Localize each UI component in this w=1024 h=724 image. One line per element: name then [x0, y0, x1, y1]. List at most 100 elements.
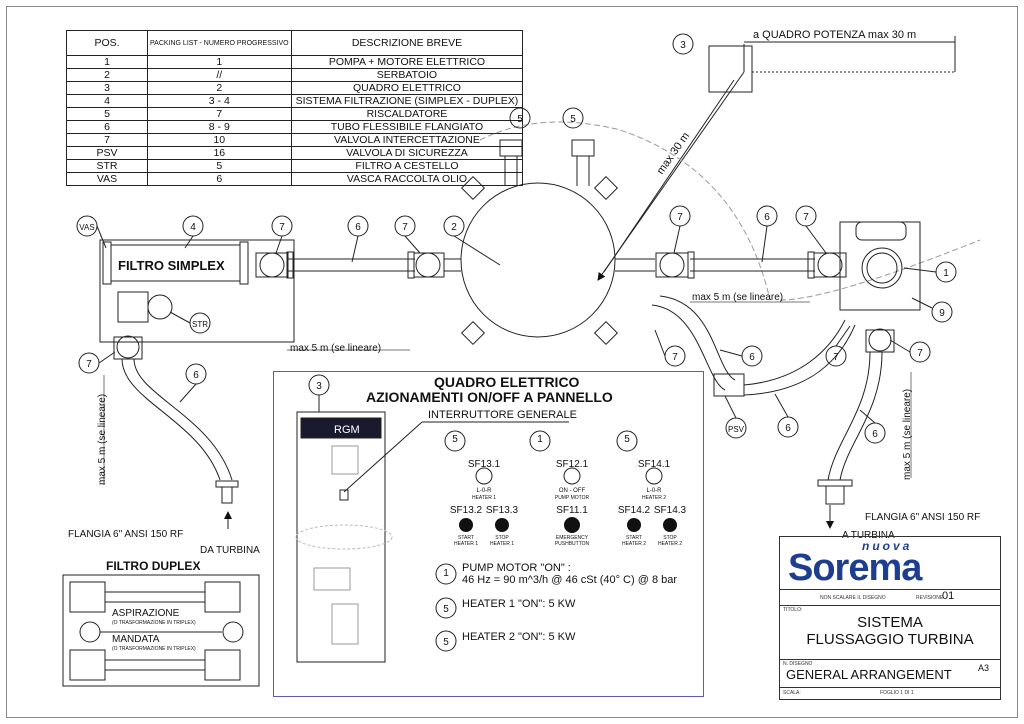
selector-callout: 5	[452, 434, 458, 445]
max5-label-4: max 5 m (se lineare)	[902, 389, 913, 480]
button-code: SF14.3	[653, 505, 687, 516]
button-l1: EMERGENCY	[555, 535, 589, 541]
drawing-frame	[6, 6, 1018, 718]
button-l1: START	[458, 535, 474, 541]
selector-code: SF13.1	[467, 459, 501, 470]
note-callout: 1	[443, 568, 449, 579]
callout-4: 4	[190, 222, 196, 233]
button-l1: START	[626, 535, 642, 541]
aspirazione-note: (O TRASFORMAZIONE IN TRIPLEX)	[112, 620, 196, 626]
callout-5a: 5	[517, 114, 523, 125]
table-cell: SISTEMA FILTRAZIONE (SIMPLEX - DUPLEX)	[290, 94, 524, 108]
flangia-left-label: FLANGIA 6" ANSI 150 RF	[68, 529, 183, 540]
callout-7c: 7	[677, 212, 683, 223]
a-turbina-label: A TURBINA	[842, 530, 895, 541]
drawing-label: N. DISEGNO	[783, 661, 813, 667]
title-2: FLUSSAGGIO TURBINA	[806, 631, 974, 648]
title-block: nuova Sorema NON SCALARE IL DISEGNO REVI…	[779, 536, 1001, 700]
callout-str: STR	[192, 320, 208, 329]
callout-6b: 6	[764, 212, 770, 223]
scale-note: NON SCALARE IL DISEGNO	[820, 595, 886, 601]
max5-label-2: max 5 m (se lineare)	[692, 292, 783, 303]
filtro-duplex-label: FILTRO DUPLEX	[106, 559, 200, 573]
note-callout: 5	[443, 637, 449, 648]
interruttore-label: INTERRUTTORE GENERALE	[428, 409, 577, 421]
pump-skid	[839, 221, 921, 311]
selector-label: PUMP MOTOR	[554, 495, 590, 501]
callout-7f: 7	[672, 352, 678, 363]
revision: 01	[942, 590, 955, 602]
header-packing: PACKING LIST - NUMERO PROGRESSIVO	[147, 30, 292, 56]
callout-2: 2	[451, 222, 457, 233]
callout-7h: 7	[917, 348, 923, 359]
button-l2: HEATER 1	[489, 541, 515, 547]
selector-positions: ON - OFF	[558, 488, 586, 494]
callout-6f: 6	[872, 429, 878, 440]
parts-table: POS. PACKING LIST - NUMERO PROGRESSIVO D…	[66, 30, 524, 186]
table-cell: PSV	[66, 146, 148, 160]
sheet-label: FOGLIO 1 DI 1	[880, 690, 914, 696]
selector-positions: L-0-R	[476, 488, 492, 494]
panel-title-2: AZIONAMENTI ON/OFF A PANNELLO	[366, 389, 613, 405]
note-callout: 5	[443, 604, 449, 615]
table-cell: VASCA RACCOLTA OLIO	[290, 172, 524, 186]
callout-6d: 6	[749, 352, 755, 363]
aspirazione-label: ASPIRAZIONE	[112, 608, 180, 619]
callout-6a: 6	[355, 222, 361, 233]
pump-motor	[861, 247, 903, 289]
callout-psv: PSV	[728, 425, 745, 434]
callout-3: 3	[680, 40, 686, 51]
scale-label: SCALA:	[783, 690, 801, 696]
callout-5b: 5	[570, 114, 576, 125]
selector-callout: 1	[537, 434, 543, 445]
button-l2: PUSHBUTTON	[554, 541, 590, 547]
button-l1: STOP	[495, 535, 509, 541]
drawing-name: GENERAL ARRANGEMENT	[786, 667, 952, 682]
mandata-note: (O TRASFORMAZIONE IN TRIPLEX)	[112, 646, 196, 652]
button-l2: HEATER 2	[621, 541, 647, 547]
filtro-duplex	[62, 574, 260, 687]
callout-7d: 7	[803, 212, 809, 223]
callout-7g: 7	[833, 352, 839, 363]
panel-drawing: 3 RGM	[295, 374, 677, 663]
callout-9: 9	[939, 308, 945, 319]
callout-7a: 7	[279, 222, 285, 233]
note-line-2: 46 Hz = 90 m^3/h @ 46 cSt (40° C) @ 8 ba…	[462, 574, 678, 586]
quadro-potenza-label: a QUADRO POTENZA max 30 m	[753, 29, 916, 41]
callout-7b: 7	[402, 222, 408, 233]
heater-5-left	[499, 139, 523, 157]
selector-label: HEATER 2	[641, 495, 667, 501]
button-code: SF13.2	[449, 505, 483, 516]
button-code: SF14.2	[617, 505, 651, 516]
da-turbina-label: DA TURBINA	[200, 545, 260, 556]
title-label: TITOLO:	[783, 607, 803, 613]
flangia-right-label: FLANGIA 6" ANSI 150 RF	[865, 512, 980, 523]
table-cell: 8 - 9	[147, 120, 292, 134]
selector-code: SF14.1	[637, 459, 671, 470]
note-line-1: HEATER 1 "ON": 5 KW	[462, 598, 576, 610]
button-code: SF11.1	[556, 505, 588, 516]
title-1: SISTEMA	[857, 614, 923, 631]
quadro-elettrico-panel: 3 RGM QUADRO ELETTRICO AZIONAMENTI ON/OF…	[273, 371, 704, 697]
revision-label: REVISIONE	[916, 595, 944, 601]
filtro-simplex-label: FILTRO SIMPLEX	[118, 258, 225, 273]
selector-callout: 5	[624, 434, 630, 445]
callout-vas: VAS	[79, 223, 94, 232]
callout-1: 1	[943, 268, 949, 279]
note-line-1: PUMP MOTOR "ON" :	[462, 562, 571, 574]
max5-label-3: max 5 m (se lineare)	[97, 394, 108, 485]
button-code: SF13.3	[485, 505, 519, 516]
max5-label-1: max 5 m (se lineare)	[290, 343, 381, 354]
filtro-simplex-skid	[99, 239, 295, 343]
callout-6e: 6	[785, 423, 791, 434]
selector-label: HEATER 1	[471, 495, 497, 501]
note-line-1: HEATER 2 "ON": 5 KW	[462, 631, 576, 643]
cabinet	[296, 411, 386, 663]
button-l2: HEATER 1	[453, 541, 479, 547]
panel-callout: 3	[316, 381, 322, 392]
table-cell: VAS	[66, 172, 148, 186]
table-cell: POMPA + MOTORE ELETTRICO	[290, 55, 524, 69]
